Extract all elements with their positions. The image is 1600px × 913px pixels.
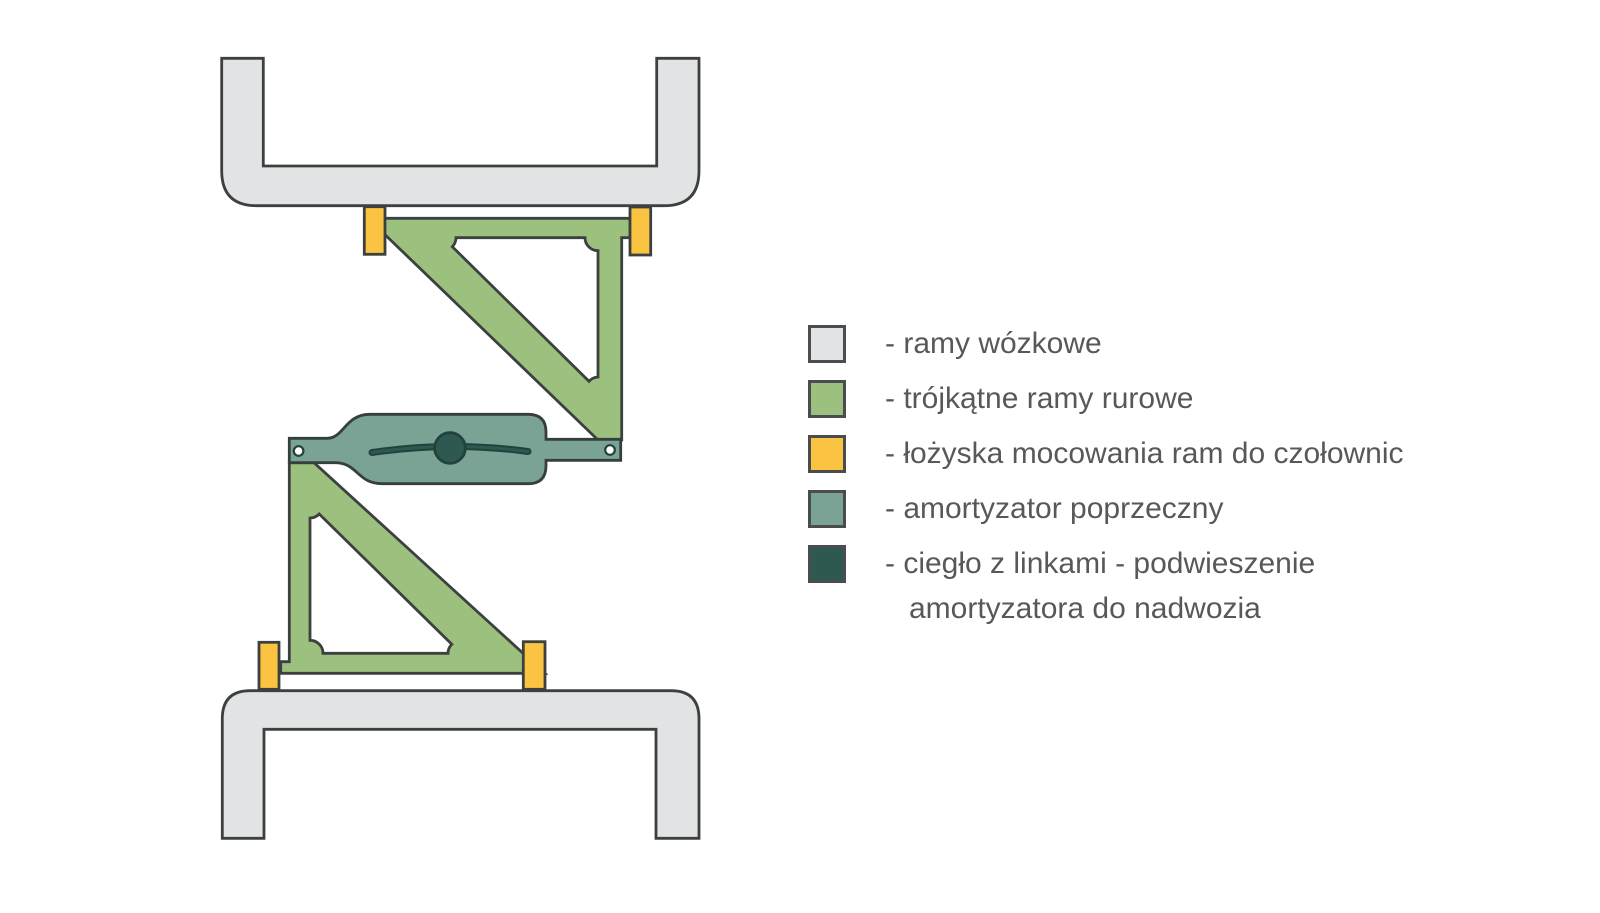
triangular-frame-bottom [279,461,549,675]
triangular-frame-top [364,216,632,442]
bogie-frame-top [220,56,701,208]
legend-row-triangular-frames: - trójkątne ramy rurowe [808,380,1404,418]
legend-label-rod: - ciegło z linkami - podwieszenie amorty… [885,545,1315,628]
legend-row-damper: - amortyzator poprzeczny [808,490,1404,528]
legend-swatch-bearings [808,435,846,473]
bearing-top-left [362,205,387,256]
legend-swatch-triangular-frames [808,380,846,418]
legend-label-damper: - amortyzator poprzeczny [885,492,1224,525]
legend-swatch-rod [808,545,846,583]
legend-label-triangular-frames: - trójkątne ramy rurowe [885,382,1194,415]
legend: - ramy wózkowe - trójkątne ramy rurowe -… [808,325,1404,645]
damper-right-eye-hole [604,444,616,456]
legend-row-bearings: - łożyska mocowania ram do czołownic [808,435,1404,473]
legend-row-bogie-frames: - ramy wózkowe [808,325,1404,363]
legend-label-rod-line2: amortyzatora do nadwozia [909,592,1261,625]
legend-swatch-damper [808,490,846,528]
bogie-frame-bottom [220,689,701,840]
bearing-top-right [628,205,653,257]
bearing-bottom-left [257,640,281,691]
damper-left-eye-hole [292,445,305,457]
bearing-bottom-right [521,640,547,691]
legend-label-rod-line1: - ciegło z linkami - podwieszenie [885,547,1316,580]
damper-rod-pivot [433,431,467,465]
legend-label-bearings: - łożyska mocowania ram do czołownic [885,437,1404,470]
legend-row-rod: - ciegło z linkami - podwieszenie amorty… [808,545,1404,628]
legend-label-bogie-frames: - ramy wózkowe [885,327,1102,360]
legend-swatch-bogie-frames [808,325,846,363]
